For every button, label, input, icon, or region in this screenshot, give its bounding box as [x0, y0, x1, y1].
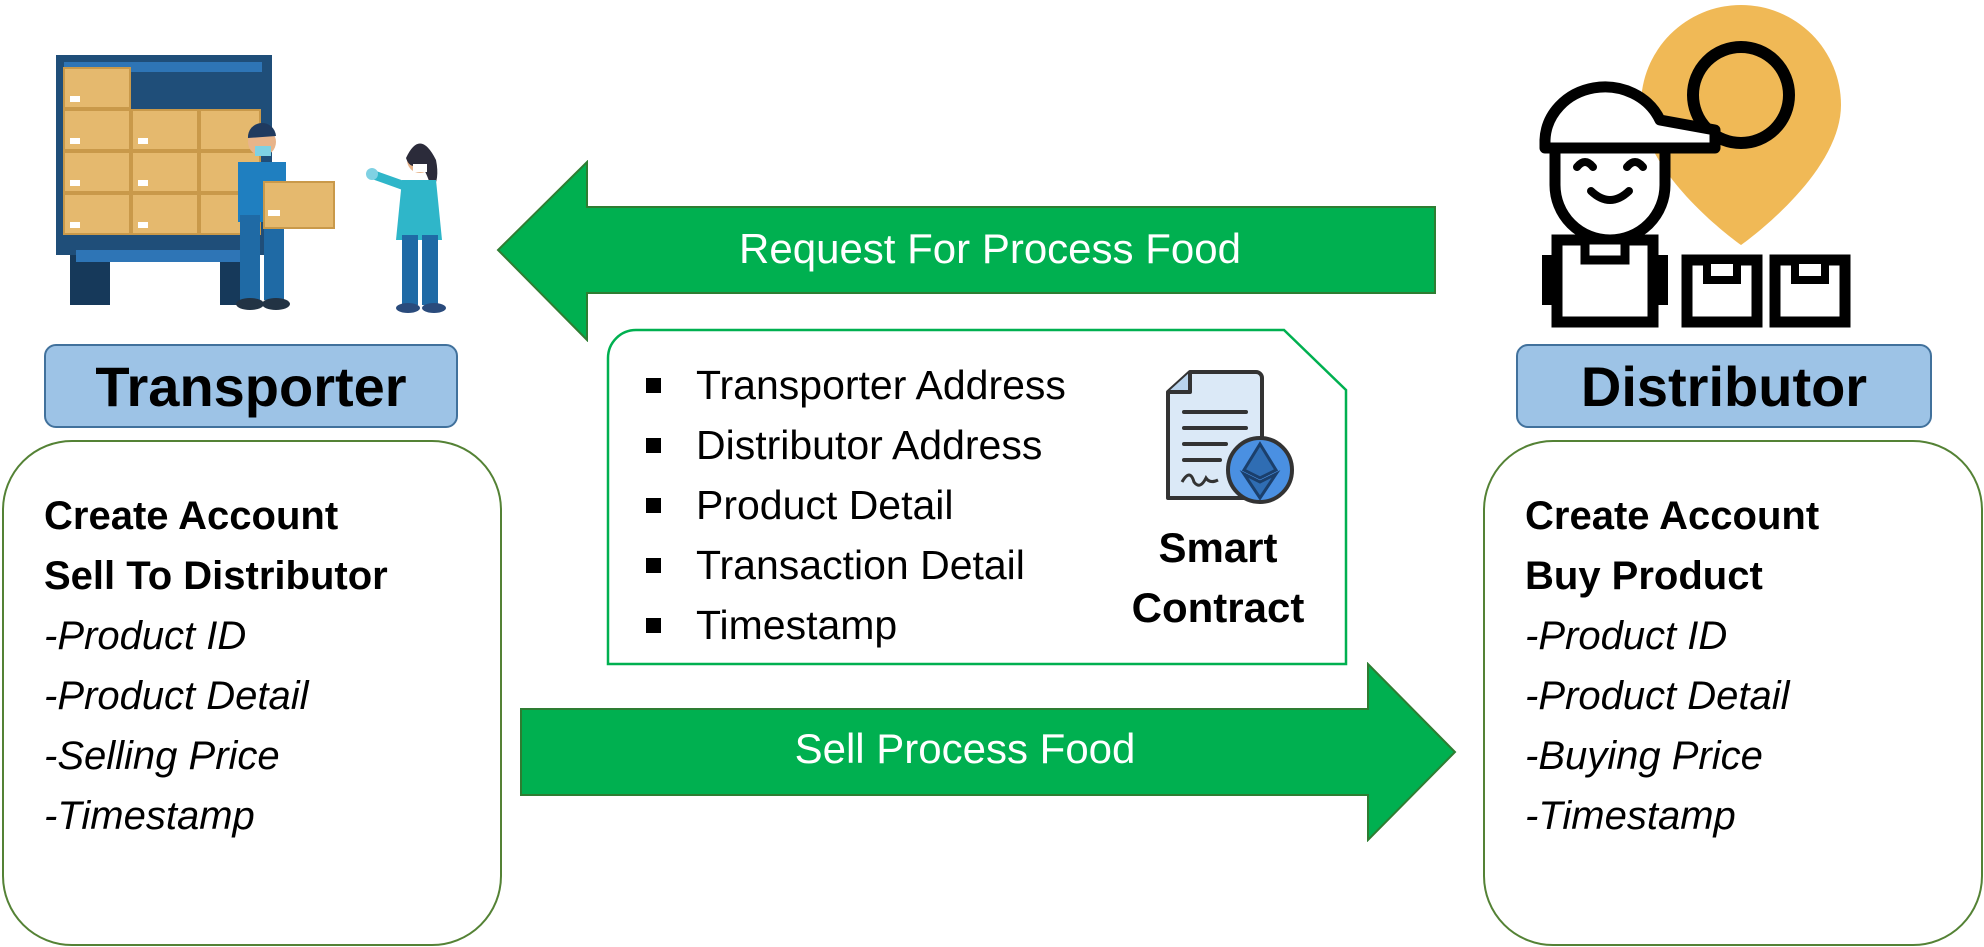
transporter-detail: -Timestamp — [44, 794, 255, 838]
smart-contract-title: Smart Contract — [1118, 518, 1318, 638]
ethereum-contract-icon — [1166, 370, 1294, 504]
field-product-detail: Product Detail — [646, 475, 1066, 535]
distributor-step-create-account: Create Account — [1525, 494, 1820, 538]
smart-contract-title-line2: Contract — [1131, 584, 1305, 631]
smart-contract-box — [606, 328, 1348, 666]
transporter-panel: Create Account Sell To Distributor -Prod… — [2, 440, 502, 946]
field-timestamp: Timestamp — [646, 595, 1066, 655]
sell-arrow — [520, 662, 1457, 842]
delivery-truck-workers-icon — [56, 55, 446, 313]
distributor-detail: -Product Detail — [1525, 674, 1790, 718]
smart-contract-fields: Transporter Address Distributor Address … — [646, 355, 1066, 655]
request-arrow — [496, 160, 1436, 342]
distributor-panel: Create Account Buy Product -Product ID -… — [1483, 440, 1983, 946]
transporter-step-create-account: Create Account — [44, 494, 339, 538]
transporter-label: Transporter — [44, 344, 458, 428]
distributor-detail: -Product ID — [1525, 614, 1728, 658]
transporter-detail: -Selling Price — [44, 734, 280, 778]
field-transaction-detail: Transaction Detail — [646, 535, 1066, 595]
field-transporter-address: Transporter Address — [646, 355, 1066, 415]
distributor-detail: -Timestamp — [1525, 794, 1736, 838]
smart-contract-title-line1: Smart — [1158, 524, 1278, 571]
request-arrow-label: Request For Process Food — [739, 225, 1241, 272]
transporter-detail: -Product ID — [44, 614, 247, 658]
delivery-man-location-icon — [1539, 5, 1851, 328]
distributor-step-buy: Buy Product — [1525, 554, 1763, 598]
transporter-detail: -Product Detail — [44, 674, 309, 718]
transporter-step-sell: Sell To Distributor — [44, 554, 388, 598]
distributor-detail: -Buying Price — [1525, 734, 1763, 778]
distributor-label: Distributor — [1516, 344, 1932, 428]
sell-arrow-label: Sell Process Food — [794, 725, 1136, 772]
field-distributor-address: Distributor Address — [646, 415, 1066, 475]
